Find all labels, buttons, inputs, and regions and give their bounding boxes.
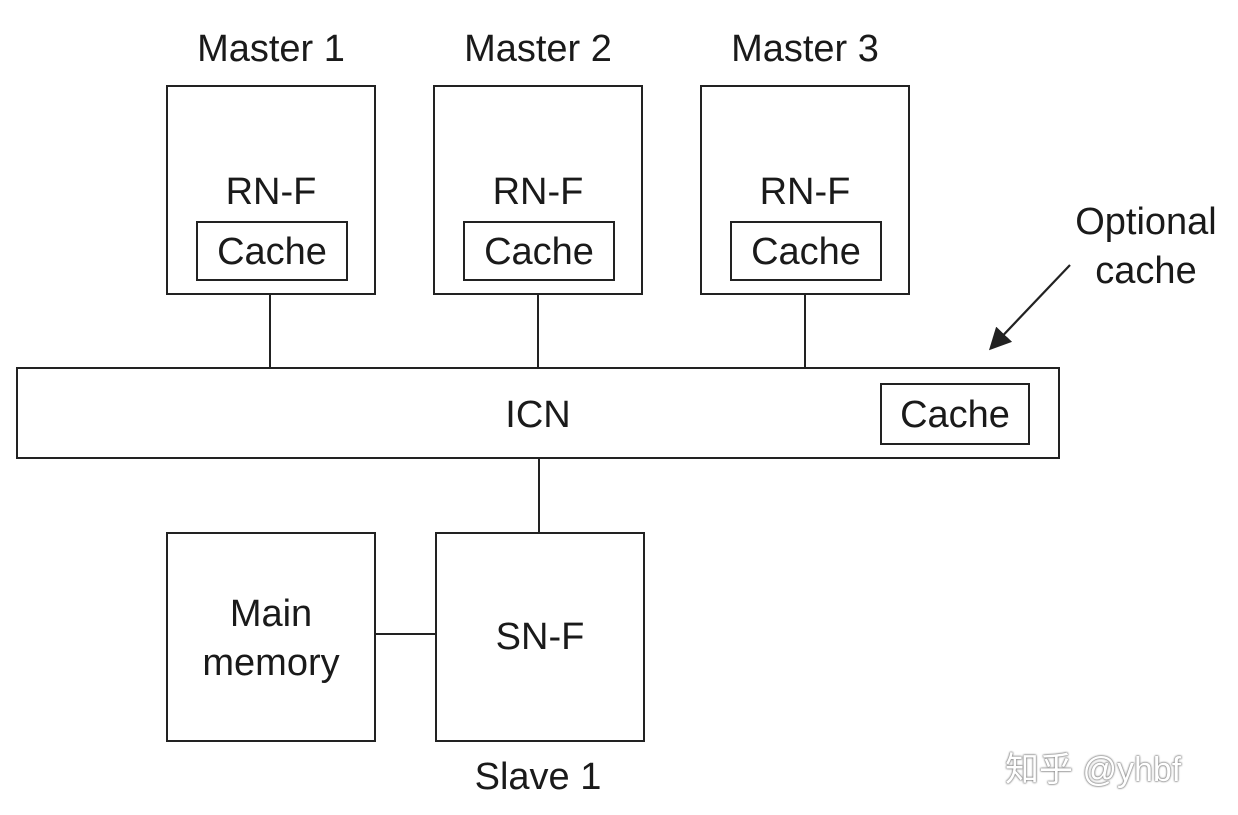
icn-slave-connector (538, 459, 540, 532)
master-2-rnf-label: RN-F (492, 171, 584, 213)
master-1-cache-label: Cache (217, 231, 327, 273)
master-3-cache-label: Cache (751, 231, 861, 273)
master-3-connector (804, 295, 806, 367)
master-3-title: Master 3 (731, 28, 879, 70)
master-1-box: RN-F Cache (166, 85, 376, 295)
master-1-rnf-label: RN-F (225, 171, 317, 213)
master-1-title: Master 1 (197, 28, 345, 70)
annotation-arrow (988, 264, 1071, 351)
icn-cache-label: Cache (900, 394, 1010, 436)
watermark-text: 知乎 @yhbf (1005, 751, 1182, 789)
master-3-rnf-label: RN-F (759, 171, 851, 213)
icn-bar: ICN Cache (16, 367, 1060, 459)
master-1-cache-box: Cache (196, 221, 348, 281)
memory-slave-connector (376, 633, 435, 635)
master-3-cache-box: Cache (730, 221, 882, 281)
master-2-cache-label: Cache (484, 231, 594, 273)
main-memory-label: Main memory (202, 593, 340, 685)
master-2-connector (537, 295, 539, 367)
slave-1-title: Slave 1 (474, 756, 602, 798)
main-memory-box: Main memory (166, 532, 376, 742)
sn-f-label: SN-F (495, 616, 585, 658)
icn-cache-box: Cache (880, 383, 1030, 445)
master-1-connector (269, 295, 271, 367)
master-3-box: RN-F Cache (700, 85, 910, 295)
sn-f-box: SN-F (435, 532, 645, 742)
master-2-box: RN-F Cache (433, 85, 643, 295)
master-2-cache-box: Cache (463, 221, 615, 281)
icn-label: ICN (505, 394, 571, 436)
master-2-title: Master 2 (464, 28, 612, 70)
optional-cache-annotation: Optional cache (1075, 201, 1217, 293)
